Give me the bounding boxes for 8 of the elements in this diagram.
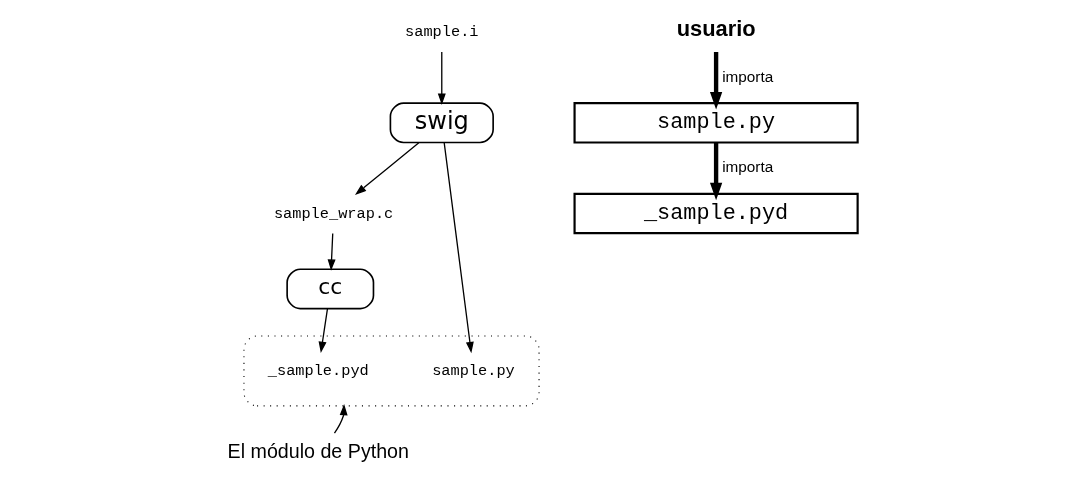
node-text: sample_wrap.c <box>273 204 393 223</box>
node-text: sample.py <box>431 361 515 380</box>
node-text: El módulo de Python <box>227 439 409 462</box>
node-text: sample.i <box>404 23 478 42</box>
node-text: usuario <box>676 16 756 42</box>
edge-label: importa <box>721 67 773 85</box>
node-text: _sample.pyd <box>267 361 369 380</box>
edge-label: importa <box>721 158 773 176</box>
